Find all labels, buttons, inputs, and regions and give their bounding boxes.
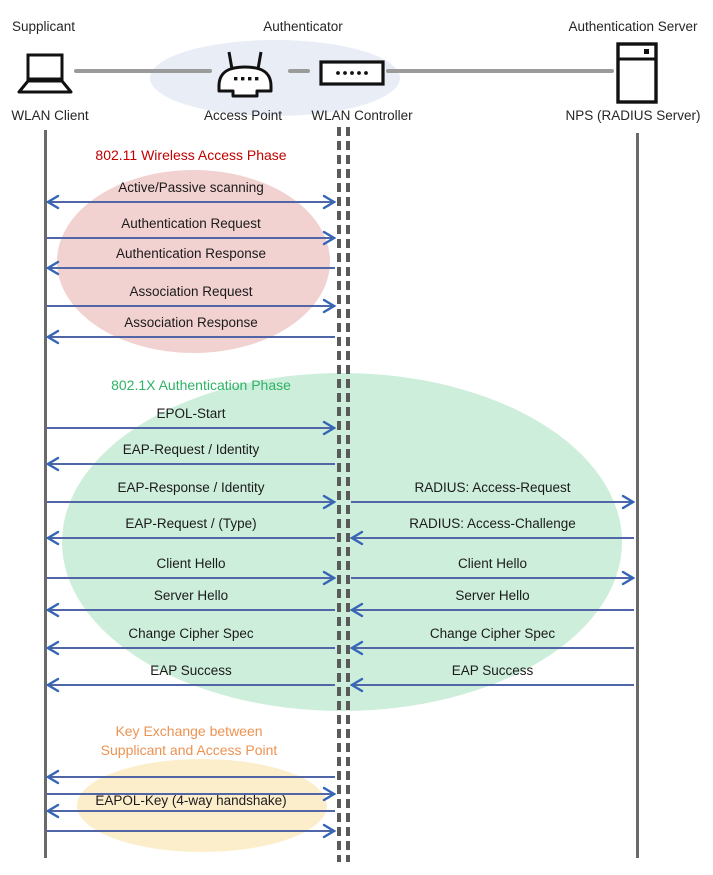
authentication-phase-ellipse: [62, 373, 622, 711]
lifeline-radius-server: [635, 133, 639, 858]
message-arrow: [46, 229, 336, 247]
role-label-authenticator: Authenticator: [263, 19, 343, 34]
message-arrow: [46, 569, 336, 587]
lifeline-authenticator-dashed-2: [345, 127, 350, 862]
message-label: EAP-Request / (Type): [125, 516, 257, 531]
message-label: EAPOL-Key (4-way handshake): [95, 793, 287, 808]
phase-title-key-exchange: Key Exchange between Supplicant and Acce…: [100, 723, 278, 758]
message-label: Server Hello: [153, 588, 229, 603]
phase-title-wireless-access: 802.11 Wireless Access Phase: [95, 147, 287, 163]
node-label-wlan-client: WLAN Client: [11, 108, 89, 123]
server-icon: [616, 42, 658, 109]
message-label: RADIUS: Access-Challenge: [409, 516, 576, 531]
lifeline-authenticator-dashed-1: [337, 127, 341, 862]
message-arrow: [350, 493, 635, 511]
message-arrow: [46, 328, 336, 346]
node-label-wlan-controller: WLAN Controller: [311, 108, 413, 123]
laptop-icon: [17, 53, 73, 100]
message-arrow: [350, 639, 635, 657]
message-arrow: [46, 601, 336, 619]
role-label-supplicant: Supplicant: [12, 19, 76, 34]
message-label: Authentication Response: [115, 246, 267, 261]
message-label: Association Request: [129, 284, 253, 299]
message-arrow: [350, 601, 635, 619]
message-arrow: [46, 676, 336, 694]
node-label-nps-radius-server: NPS (RADIUS Server): [565, 108, 701, 123]
connector-line: [74, 69, 212, 73]
message-arrow: [46, 493, 336, 511]
message-label: Association Response: [124, 315, 258, 330]
message-label: Change Cipher Spec: [429, 626, 556, 641]
lifeline-wlan-client: [43, 130, 47, 858]
message-label: EAP Success: [150, 663, 232, 678]
node-label-access-point: Access Point: [203, 108, 283, 123]
message-label: EAP-Request / Identity: [122, 442, 260, 457]
message-arrow: [46, 639, 336, 657]
message-arrow: [350, 529, 635, 547]
message-arrow: [46, 529, 336, 547]
message-label: Client Hello: [457, 556, 528, 571]
message-arrow: [46, 768, 336, 786]
message-label: EAP-Response / Identity: [117, 480, 265, 495]
message-arrow: [46, 419, 336, 437]
key-exchange-phase-ellipse: [77, 759, 327, 852]
message-arrow: [46, 455, 336, 473]
message-label: Active/Passive scanning: [118, 180, 264, 195]
message-arrow: [46, 802, 336, 820]
message-arrow: [46, 297, 336, 315]
message-arrow: [46, 785, 336, 803]
message-arrow: [350, 569, 635, 587]
message-label: Client Hello: [156, 556, 226, 571]
connector-line: [288, 69, 310, 73]
phase-title-8021x-authentication: 802.1X Authentication Phase: [111, 377, 291, 393]
connector-line: [386, 69, 614, 73]
message-arrow: [350, 676, 635, 694]
message-label: Change Cipher Spec: [128, 626, 254, 641]
message-label: EAP Success: [451, 663, 534, 678]
message-label: Authentication Request: [121, 216, 261, 231]
access-point-icon: [214, 50, 276, 103]
message-label: RADIUS: Access-Request: [414, 480, 571, 495]
message-label: EPOL-Start: [156, 406, 226, 421]
message-arrow: [46, 822, 336, 840]
message-arrow: [46, 193, 336, 211]
role-label-authentication-server: Authentication Server: [568, 19, 698, 34]
wlan-controller-icon: [319, 60, 385, 91]
wireless-phase-ellipse: [57, 170, 330, 353]
message-arrow: [46, 259, 336, 277]
message-label: Server Hello: [455, 588, 530, 603]
